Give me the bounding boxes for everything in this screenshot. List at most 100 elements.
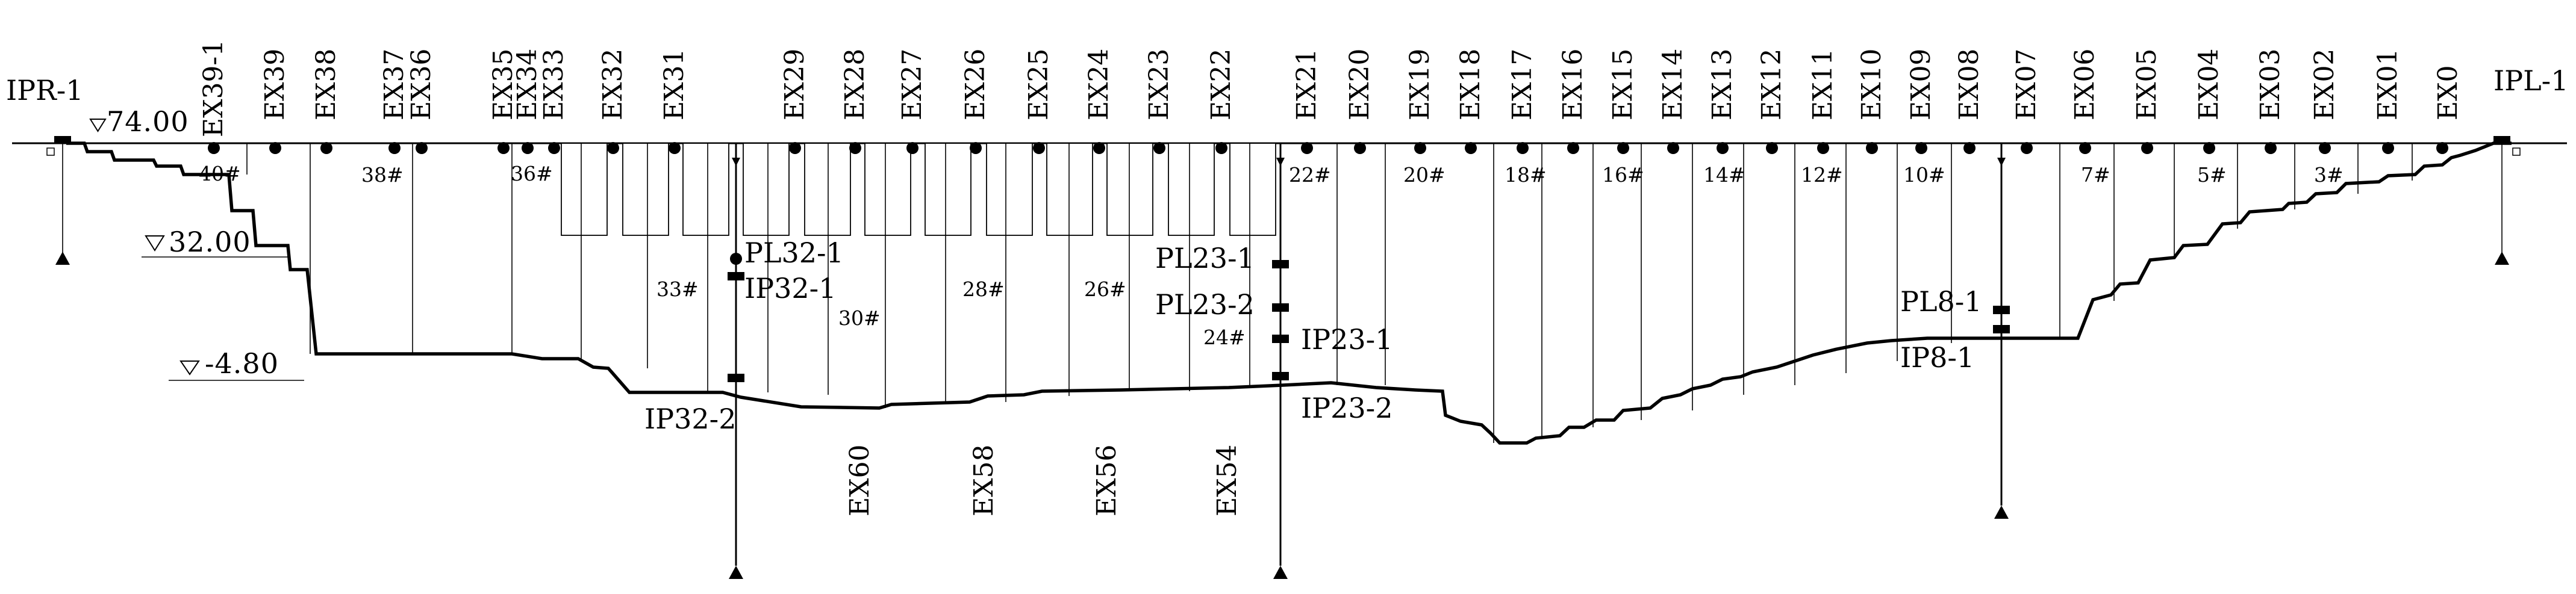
exploration-dot — [1153, 142, 1165, 154]
exploration-dot — [906, 142, 918, 154]
elevation-triangle-icon — [179, 360, 200, 376]
exploration-hole-label: EX14 — [1658, 49, 1688, 120]
gallery-box — [1106, 143, 1153, 236]
anchor-triangle-icon — [55, 252, 70, 265]
segment-number: 10# — [1903, 163, 1945, 187]
segment-number: 30# — [838, 306, 881, 330]
left-end-marker — [46, 147, 55, 156]
elevation-triangle-icon — [145, 235, 165, 252]
instrument-label: IP32-2 — [644, 403, 736, 435]
exploration-hole-label: EX01 — [2372, 49, 2403, 120]
instrument-label: IP32-1 — [744, 272, 836, 305]
elevation-label: 74.00 — [107, 105, 189, 138]
segment-number: 20# — [1403, 163, 1445, 187]
lower-hole-label: EX56 — [1091, 445, 1122, 516]
instrument-group-8: PL8-1 IP8-1 — [1900, 143, 2010, 519]
exploration-dot — [789, 142, 801, 154]
segment-number: 22# — [1289, 163, 1331, 187]
exploration-hole-label: EX07 — [2011, 49, 2042, 120]
anchor-triangle-icon — [1994, 506, 2009, 519]
instrument-label: IP23-1 — [1301, 323, 1392, 356]
anchor-triangle-icon — [2495, 252, 2509, 265]
exploration-hole-label: EX12 — [1756, 49, 1787, 120]
exploration-hole-label: EX27 — [897, 49, 928, 120]
segment-number: 33# — [656, 277, 699, 301]
exploration-hole-label: EX21 — [1291, 49, 1322, 120]
exploration-dot — [1866, 142, 1878, 154]
exploration-hole-label: EX11 — [1807, 49, 1838, 120]
instrument-label: IP23-2 — [1301, 392, 1392, 424]
exploration-dot — [1717, 142, 1729, 154]
wire-marker-icon — [1276, 158, 1285, 166]
elevation-label: -4.80 — [205, 347, 279, 380]
segment-number: 12# — [1801, 163, 1843, 187]
elevation-triangle-icon — [89, 119, 107, 132]
benchmark-label-right: IPL-1 — [2493, 64, 2568, 97]
gallery-box — [561, 143, 608, 236]
exploration-hole-label: EX13 — [1707, 49, 1738, 120]
wire-marker-icon — [732, 158, 740, 166]
exploration-hole-label: EX32 — [597, 49, 628, 120]
exploration-hole-label: EX08 — [1954, 49, 1985, 120]
exploration-dot — [1093, 142, 1105, 154]
exploration-dot — [548, 142, 560, 154]
sensor-block — [1272, 335, 1289, 343]
gallery-box — [1046, 143, 1093, 236]
exploration-dot — [1766, 142, 1778, 154]
lower-hole-label: EX54 — [1212, 445, 1243, 516]
gallery-box — [925, 143, 971, 236]
exploration-dot — [970, 142, 982, 154]
right-end-marker — [2512, 147, 2521, 156]
exploration-dot — [1517, 142, 1529, 154]
gallery-box — [682, 143, 729, 236]
gallery-box — [1168, 143, 1215, 236]
segment-number: 24# — [1203, 326, 1246, 349]
exploration-dot — [2203, 142, 2215, 154]
exploration-dot — [2436, 142, 2448, 154]
benchmark-block — [54, 136, 71, 143]
exploration-dots — [208, 142, 2448, 154]
gallery-box — [1229, 143, 1276, 236]
exploration-hole-label: EX35 — [488, 49, 519, 120]
instrument-label: PL32-1 — [744, 237, 844, 269]
exploration-dot — [1963, 142, 1976, 154]
exploration-hole-label: EX02 — [2309, 49, 2340, 120]
exploration-hole-label: EX38 — [311, 49, 341, 120]
exploration-dot — [849, 142, 861, 154]
instrument-group-32: PL32-1 IP32-1 IP32-2 — [644, 143, 844, 579]
gallery-box — [986, 143, 1033, 236]
anchor-triangle-icon — [1273, 566, 1288, 579]
segment-number: 28# — [962, 277, 1005, 301]
exploration-dot — [2265, 142, 2277, 154]
exploration-hole-label: EX03 — [2255, 49, 2286, 120]
exploration-dot — [2021, 142, 2033, 154]
exploration-dot — [522, 142, 534, 154]
exploration-hole-label: EX18 — [1455, 49, 1486, 120]
instrument-label: PL8-1 — [1900, 285, 1982, 318]
segment-labels: 40#38#36#33#30#28#26#24#22#20#18#16#14#1… — [199, 162, 2344, 349]
gallery-box — [804, 143, 851, 236]
foundation-profile-line — [66, 141, 2512, 445]
sensor-block — [728, 272, 744, 280]
instrument-label: IP8-1 — [1900, 341, 1974, 374]
exploration-hole-label: EX28 — [840, 49, 870, 120]
segment-number: 38# — [361, 163, 404, 187]
exploration-hole-label: EX25 — [1023, 49, 1054, 120]
exploration-hole-label: EX33 — [538, 49, 569, 120]
exploration-hole-label: EX06 — [2069, 49, 2100, 120]
segment-number: 14# — [1703, 163, 1745, 187]
exploration-dot — [1915, 142, 1927, 154]
segment-number: 3# — [2314, 163, 2344, 187]
segment-number: 36# — [511, 162, 553, 185]
exploration-hole-label: EX26 — [960, 49, 991, 120]
exploration-dot — [1617, 142, 1629, 154]
exploration-dot — [2141, 142, 2153, 154]
exploration-dot — [1817, 142, 1829, 154]
segment-number: 16# — [1602, 163, 1644, 187]
exploration-hole-label: EX19 — [1405, 49, 1435, 120]
exploration-hole-label: EX34 — [512, 49, 543, 120]
exploration-hole-label: EX05 — [2132, 49, 2162, 120]
gallery-box — [864, 143, 911, 236]
wire-marker-icon — [1997, 158, 2006, 166]
